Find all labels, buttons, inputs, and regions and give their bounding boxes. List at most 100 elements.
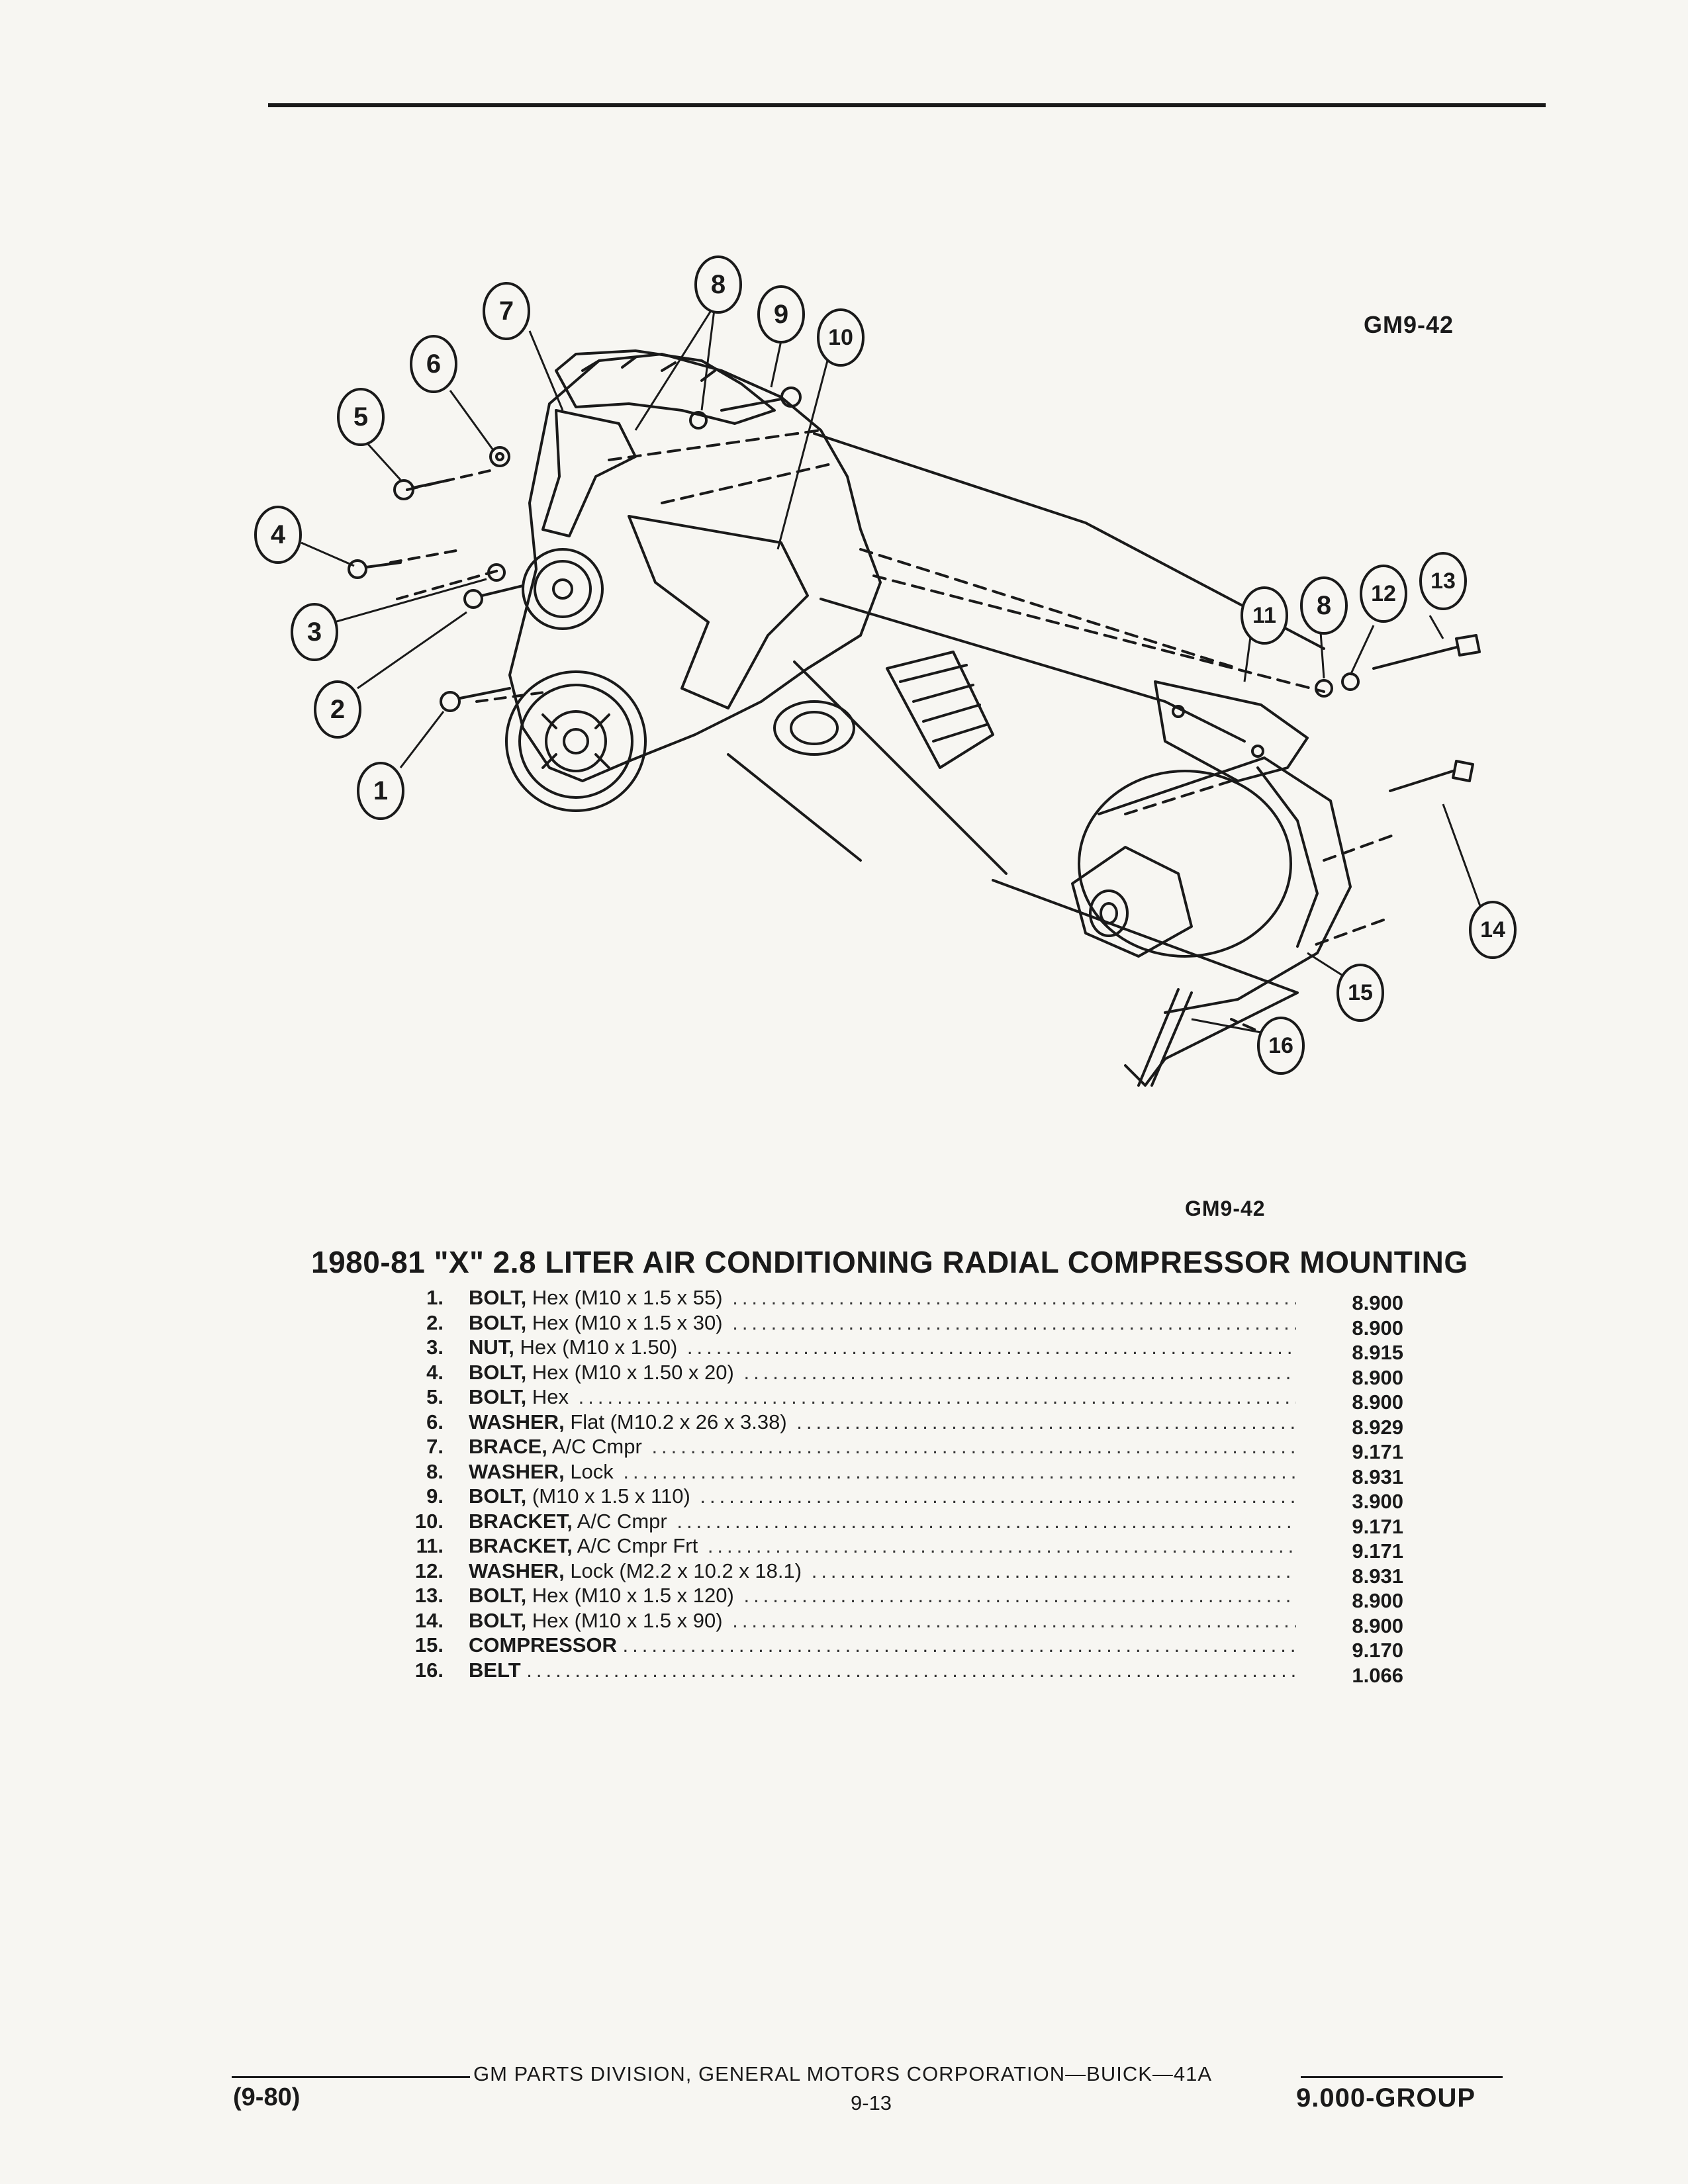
part-name: BELT	[469, 1658, 521, 1682]
part-description: WASHER, Flat (M10.2 x 26 x 3.38) .......…	[469, 1410, 1296, 1435]
callout-8b: 8	[1317, 591, 1331, 620]
callout-5: 5	[353, 402, 368, 432]
part-row: 16.BELT ................................…	[371, 1658, 1403, 1687]
part-row: 9. BOLT, (M10 x 1.5 x 110) ..............…	[371, 1484, 1403, 1513]
part-number: 6.	[426, 1410, 444, 1433]
part-name: BOLT,	[469, 1484, 527, 1508]
part-spec: Hex	[532, 1385, 569, 1408]
leader-dots: ........................................…	[796, 1410, 1296, 1433]
engine-block	[508, 353, 882, 782]
part-number: 13.	[414, 1584, 444, 1607]
part-number: 4.	[426, 1360, 444, 1384]
bolt-1	[440, 687, 511, 712]
exploded-view-diagram: 1 2 3 4 5 6 7 8 9 10 11 8 12 13 14 15 16	[254, 255, 1517, 1087]
part-description: COMPRESSOR .............................…	[469, 1633, 1296, 1658]
part-row: 1.BOLT, Hex (M10 x 1.5 x 55) ...........…	[371, 1285, 1403, 1314]
callout-3: 3	[307, 617, 322, 647]
part-spec: Lock	[570, 1459, 614, 1483]
footer-rule-right	[1301, 2076, 1503, 2078]
leader-dots: ........................................…	[700, 1484, 1296, 1508]
bolt-14	[1389, 760, 1474, 792]
intake-manifold	[555, 349, 776, 425]
part-number: 12.	[414, 1559, 444, 1582]
part-group-number: 9.171	[1352, 1514, 1403, 1538]
callout-12: 12	[1371, 581, 1396, 606]
part-name: BOLT,	[469, 1360, 527, 1384]
part-row: 11. BRACKET, A/C Cmpr Frt ...............…	[371, 1533, 1403, 1563]
page-number: 9-13	[851, 2091, 892, 2115]
leader-dots: ........................................…	[622, 1633, 1296, 1657]
part-spec: Hex (M10 x 1.5 x 55)	[532, 1286, 723, 1309]
part-group-number: 1.066	[1352, 1663, 1403, 1687]
footer-date: (9-80)	[233, 2083, 301, 2111]
leader-dots: ........................................…	[743, 1360, 1296, 1384]
callout-15: 15	[1348, 980, 1373, 1005]
callout-10: 10	[828, 325, 853, 350]
part-name: BRACKET,	[469, 1534, 573, 1557]
part-number: 9.	[426, 1484, 444, 1508]
part-name: WASHER,	[469, 1410, 565, 1433]
leader-dots: ........................................…	[526, 1658, 1296, 1682]
part-name: BRACE,	[469, 1435, 547, 1458]
part-row: 6. WASHER, Flat (M10.2 x 26 x 3.38) .....…	[371, 1410, 1403, 1439]
part-description: WASHER, Lock ...........................…	[469, 1459, 1296, 1484]
part-description: BRACE, A/C Cmpr ........................…	[469, 1434, 1296, 1459]
callout-6: 6	[426, 349, 441, 379]
part-spec: Hex (M10 x 1.50 x 20)	[532, 1360, 734, 1384]
part-spec: Hex (M10 x 1.5 x 120)	[532, 1584, 734, 1607]
part-number: 8.	[426, 1459, 444, 1483]
part-number: 14.	[414, 1608, 444, 1632]
callout-11: 11	[1252, 603, 1276, 628]
part-group-number: 8.900	[1352, 1614, 1403, 1637]
part-spec: A/C Cmpr Frt	[577, 1534, 698, 1557]
parts-list: 1.BOLT, Hex (M10 x 1.5 x 55) ...........…	[371, 1285, 1403, 1687]
figure-code-top: GM9-42	[1364, 311, 1454, 338]
callout-9: 9	[774, 300, 788, 329]
part-group-number: 8.900	[1352, 1365, 1403, 1389]
part-description: WASHER, Lock (M2.2 x 10.2 x 18.1) ......…	[469, 1559, 1296, 1584]
part-group-number: 9.171	[1352, 1440, 1403, 1463]
part-row: 7. BRACE, A/C Cmpr ......................…	[371, 1434, 1403, 1463]
part-number: 10.	[414, 1509, 444, 1533]
part-description: BOLT, Hex (M10 x 1.5 x 120) ............…	[469, 1583, 1296, 1608]
alternator-pulley	[505, 670, 647, 812]
leader-dots: ........................................…	[686, 1336, 1296, 1359]
part-number: 3.	[426, 1336, 444, 1359]
part-spec: A/C Cmpr	[551, 1435, 642, 1458]
bolt-13	[1372, 634, 1481, 670]
leader-dots: ........................................…	[707, 1534, 1296, 1557]
part-row: 14. BOLT, Hex (M10 x 1.5 x 90) ..........…	[371, 1608, 1403, 1637]
bolt-4	[348, 559, 402, 579]
part-spec: Hex (M10 x 1.50)	[520, 1336, 678, 1359]
part-spec: (M10 x 1.5 x 110)	[532, 1484, 690, 1508]
footer-group: 9.000-GROUP	[1296, 2083, 1476, 2113]
part-number: 5.	[426, 1385, 444, 1408]
part-description: BOLT, Hex (M10 x 1.5 x 55) .............…	[469, 1285, 1296, 1310]
front-bracket	[628, 515, 809, 709]
section-title: 1980-81 "X" 2.8 LITER AIR CONDITIONING R…	[311, 1245, 1468, 1279]
part-number: 15.	[414, 1633, 444, 1657]
footer-rule-left	[232, 2076, 470, 2078]
washer-12	[1341, 672, 1360, 691]
part-number: 7.	[426, 1435, 444, 1458]
nut-3	[487, 563, 506, 582]
part-group-number: 8.915	[1352, 1341, 1403, 1364]
part-name: BOLT,	[469, 1608, 527, 1632]
part-group-number: 8.900	[1352, 1291, 1403, 1314]
part-description: BOLT, Hex (M10 x 1.5 x 90) .............…	[469, 1608, 1296, 1633]
part-spec: Hex (M10 x 1.5 x 90)	[532, 1608, 723, 1632]
leader-dots: ........................................…	[623, 1459, 1296, 1483]
compressor-clutch	[1071, 846, 1193, 958]
top-rule	[268, 103, 1546, 107]
brace	[541, 409, 637, 537]
leader-dots: ........................................…	[732, 1286, 1296, 1309]
part-description: NUT, Hex (M10 x 1.50) ..................…	[469, 1335, 1296, 1360]
figure-code-bottom: GM9-42	[1185, 1197, 1266, 1220]
part-group-number: 8.900	[1352, 1589, 1403, 1612]
part-description: BOLT, Hex (M10 x 1.50 x 20) ............…	[469, 1360, 1296, 1385]
leader-dots: ........................................…	[743, 1584, 1296, 1607]
part-name: BOLT,	[469, 1286, 527, 1309]
part-name: WASHER,	[469, 1459, 565, 1483]
part-number: 11.	[416, 1534, 444, 1557]
part-group-number: 8.931	[1352, 1465, 1403, 1488]
